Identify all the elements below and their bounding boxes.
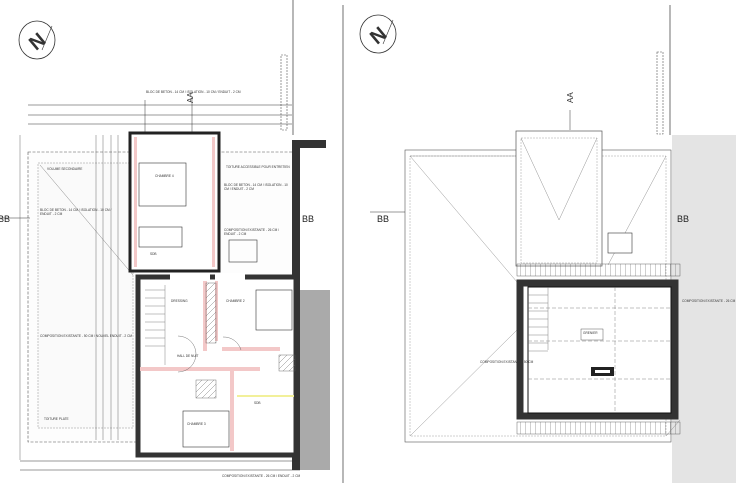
section-bb-right-label: BB [302,214,314,224]
composition-left-label: COMPOSITION EXISTANTE - 50 CM / NOUVEL E… [40,334,132,338]
chambre-3-label: CHAMBRE 3 [187,422,206,426]
neighbour-building [672,135,736,483]
composition-mid-label: COMPOSITION EXISTANTE - 26 CM / ENDUIT -… [224,228,280,236]
sdb-top-label: SDB [150,252,157,256]
bed-icon [182,410,230,448]
north-arrow-icon: N [359,14,397,54]
note-right-wall: BLOC DE BETON - 14 CM / ISOLATION - 10 C… [224,183,288,191]
section-aa-label: AA [186,92,195,103]
svg-text:N: N [25,29,50,55]
note-left-wall: BLOC DE BETON - 14 CM / ISOLATION - 10 C… [40,208,112,216]
upper-room [128,131,221,273]
grenier-label: GRENIER [583,331,598,335]
dimension-lines-left [19,135,119,460]
toiture-plate-label: TOITURE PLATE [44,417,69,421]
upper-volume [515,130,603,267]
dimension-lines-top [28,97,292,150]
section-bb-left-label: BB [0,214,10,224]
attic-floor [516,279,679,420]
section-bb-right-label: BB [677,214,689,224]
composition-right-label: COMPOSITION EXISTANTE - 26 CM [682,299,736,303]
left-floor-plan: N BLOC DE BETON - 14 CM / ISOLATION - 10… [0,0,330,478]
bed-icon [138,162,187,207]
dressing-label: DRESSING [171,299,188,303]
dimension-ruler-bottom [516,421,681,435]
dimension-ruler-top [516,263,681,277]
svg-text:N: N [366,23,391,49]
chambre-4-label: CHAMBRE 4 [155,174,174,178]
toiture-accessible-label: TOITURE ACCESSIBLE POUR ENTRETIEN [226,165,290,169]
composition-left-label: COMPOSITION EXISTANTE - 50 CM [480,360,534,364]
right-floor-plan: N AA BB BB [359,5,736,483]
note-top-wall: BLOC DE BETON - 14 CM / ISOLATION - 10 C… [146,90,241,94]
section-aa-label: AA [566,92,575,103]
composition-bottom-label: COMPOSITION EXISTANTE - 26 CM / ENDUIT -… [222,474,301,478]
attic-staircase [528,287,549,352]
slope-lines [528,287,671,413]
chambre-2-label: CHAMBRE 2 [226,299,245,303]
volume-secondaire-label: VOLUME SECONDAIRE [47,167,82,171]
section-bb-left-label: BB [377,214,389,224]
bed-icon [255,289,293,331]
new-walls [140,281,280,451]
north-arrow-icon: N [18,20,56,60]
sdb-label: SDB [254,401,261,405]
chimney [607,232,633,254]
staircase [145,285,166,365]
dimension-lines-bottom [20,460,300,471]
hall-label: HALL DE NUIT [177,354,199,358]
bathtub-icon [138,226,183,248]
